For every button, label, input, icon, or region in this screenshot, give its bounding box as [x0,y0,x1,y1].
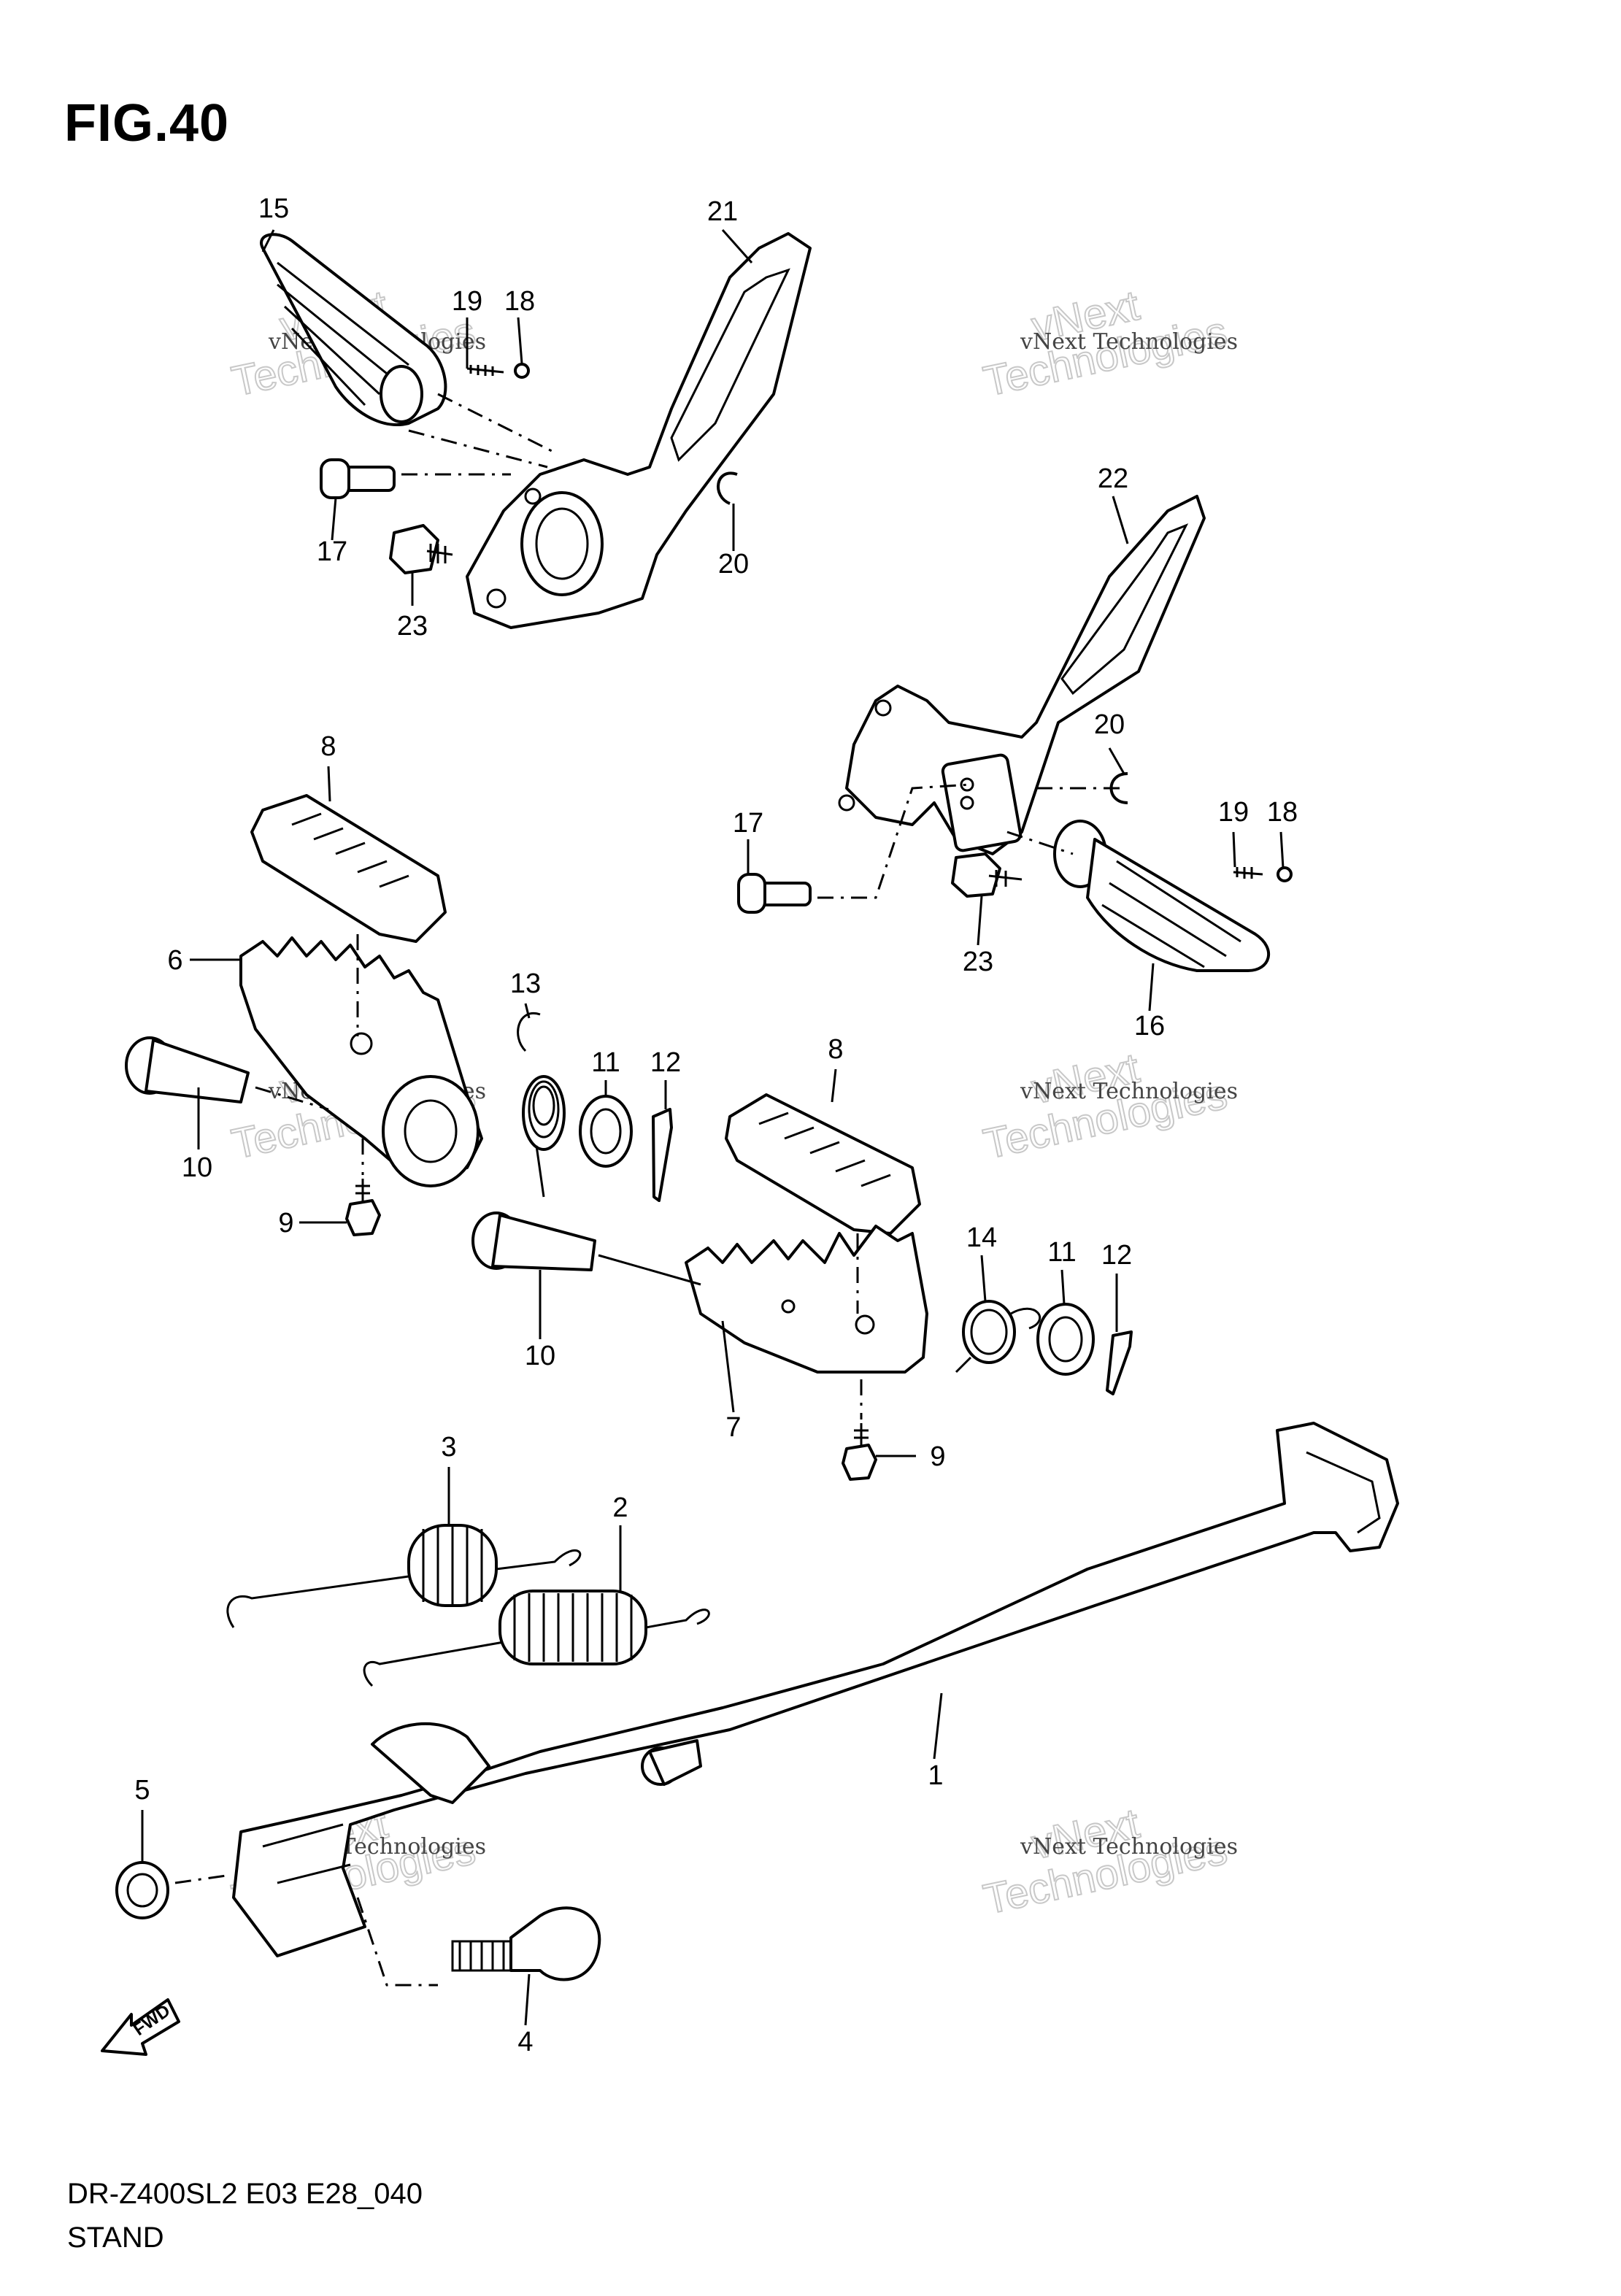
watermark-2: vNext Technologies [979,281,1232,407]
bolt-9b [842,1423,877,1481]
cotter-pin-12b [1106,1330,1133,1395]
callout-19: 19 [1218,797,1249,828]
washer-11b [1036,1303,1095,1376]
cotter-pin-12a [652,1108,673,1202]
bolt-23a [389,524,453,574]
spring-pin-19b [1233,867,1263,879]
callout-4: 4 [517,2027,533,2057]
callout-labels: 15 21 19 18 17 23 20 22 20 17 19 18 23 1… [134,193,1298,2057]
callout-9: 9 [930,1441,945,1472]
spring-13 [517,1012,566,1198]
callout-5: 5 [134,1775,150,1806]
rear-footrest-bracket-left [466,232,812,629]
spring-14 [955,1300,1041,1374]
spring-2 [363,1590,710,1687]
callout-12: 12 [1101,1240,1132,1271]
washer-11a [579,1095,633,1168]
callout-21: 21 [707,196,738,227]
callout-8: 8 [320,731,336,762]
spring-pin-19a [466,365,504,376]
callout-15: 15 [258,193,289,224]
callout-19: 19 [452,286,482,317]
callout-23: 23 [963,947,993,977]
footrest-rubber-8a [250,794,447,943]
leader-lines [141,229,1285,2026]
bolt-23b [951,852,1023,898]
callout-23: 23 [397,611,428,642]
ball-18a [514,363,530,379]
figure-code: DR-Z400SL2 E03 E28_040 [67,2178,423,2210]
pin-17b [737,873,812,914]
callout-11: 11 [1047,1237,1076,1268]
footrest-peg-16 [1053,820,1271,972]
callout-10: 10 [182,1152,212,1183]
watermark-small-6: vNext Technologies [1020,1834,1238,1860]
callout-17: 17 [317,536,347,567]
nut-5 [115,1861,169,1919]
callout-20: 20 [718,549,749,579]
rear-footrest-bracket-right [838,495,1206,855]
footrest-7 [685,1225,928,1374]
watermark-small-4: vNext Technologies [1020,1079,1238,1104]
ball-18b [1277,866,1293,882]
callout-16: 16 [1134,1011,1165,1041]
callout-20: 20 [1094,709,1125,740]
footrest-rubber-8b [725,1093,921,1235]
callout-11: 11 [591,1047,620,1078]
fwd-arrow-icon: FWD [101,1998,180,2056]
pin-10b [471,1211,596,1271]
callout-14: 14 [966,1222,997,1253]
footrest-6 [239,936,483,1187]
callout-8: 8 [828,1034,843,1065]
figure-name: STAND [67,2222,164,2254]
e-clip-20a [717,471,738,505]
callout-18: 18 [1267,797,1298,828]
callout-18: 18 [504,286,535,317]
figure-title: FIG.40 [64,94,230,153]
callout-22: 22 [1098,463,1128,494]
callout-7: 7 [725,1412,741,1443]
callout-13: 13 [510,968,541,999]
callout-10: 10 [525,1341,555,1371]
callout-12: 12 [650,1047,681,1078]
watermark-small-2: vNext Technologies [1020,329,1238,355]
callout-17: 17 [733,808,763,839]
callout-3: 3 [441,1432,456,1463]
side-stand-1 [232,1422,1399,1957]
callout-1: 1 [928,1760,943,1791]
pin-17a [320,458,396,499]
bolt-9a [345,1179,381,1236]
callout-6: 6 [167,945,182,976]
footrest-peg-15 [260,233,447,426]
spring-3 [226,1524,582,1628]
callout-9: 9 [278,1208,293,1238]
bolt-4 [451,1906,601,1981]
pin-10a [125,1036,250,1103]
callout-2: 2 [612,1492,628,1523]
